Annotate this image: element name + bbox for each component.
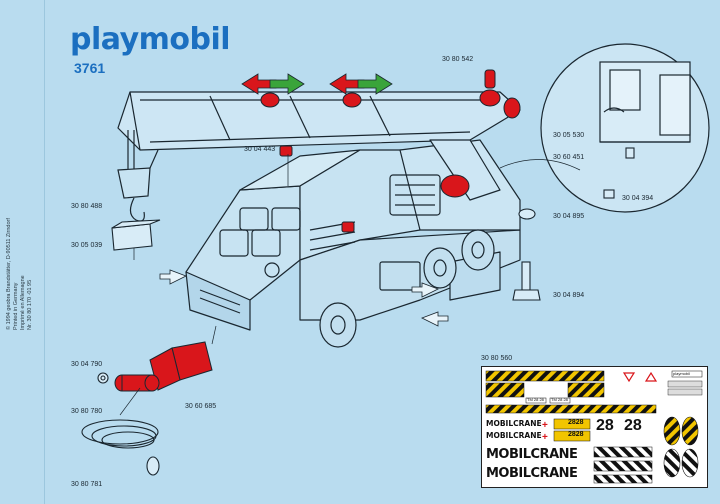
- wheels: [319, 229, 495, 348]
- part-number-894: 30 04 894: [553, 292, 585, 299]
- brand-logo: playmobil: [70, 22, 231, 57]
- red-parts: [114, 69, 611, 392]
- part-number-sticker-sheet: 30 80 560: [481, 355, 513, 362]
- svg-text:+: +: [542, 420, 548, 431]
- part-number-beacon: 30 04 443: [244, 146, 276, 153]
- sticker-mobil-crane-large-b: MOBILCRANE: [486, 466, 578, 481]
- part-number-top: 30 80 542: [442, 56, 474, 63]
- sticker-phone-b: 2828: [568, 431, 584, 438]
- part-number-895: 30 04 895: [553, 213, 585, 220]
- sticker-sheet: + + playmobil TM 28 28 TM 28 28 MOBILCRA…: [481, 366, 708, 488]
- part-number-394: 30 04 394: [622, 195, 654, 202]
- detail-inset: [540, 43, 710, 213]
- part-number-685: 30 60 685: [185, 403, 217, 410]
- sticker-number-b: 28: [624, 417, 642, 434]
- sticker-plate-a: TM 28 28: [527, 397, 544, 402]
- set-number: 3761: [74, 60, 106, 76]
- part-number-790: 30 04 790: [71, 361, 103, 368]
- sticker-mobil-crane-large-a: MOBILCRANE: [486, 447, 578, 462]
- crane-hook: [117, 130, 159, 222]
- motion-arrows: [159, 269, 449, 327]
- sticker-phone-a: 2828: [568, 419, 584, 426]
- part-number-780: 30 80 780: [71, 408, 103, 415]
- part-number-781: 30 80 781: [71, 481, 103, 488]
- sticker-artwork: + +: [485, 370, 703, 484]
- direction-arrows: [241, 73, 393, 95]
- sticker-plate-b: TM 28 28: [551, 397, 568, 402]
- leader-lines: [119, 154, 581, 416]
- part-number-451: 30 60 451: [553, 154, 585, 161]
- sticker-mobil-crane-small-a: MOBILCRANE: [486, 419, 542, 428]
- outlined-parts: [81, 147, 635, 476]
- sticker-brand-small: playmobil: [673, 371, 690, 376]
- crane-boom: [117, 91, 521, 201]
- sticker-mobil-crane-small-b: MOBILCRANE: [486, 431, 542, 440]
- part-number-hook: 30 80 488: [71, 203, 103, 210]
- legal-sidebar: © 1994 geobra Brandstätter, D-90511 Zirn…: [0, 0, 45, 504]
- sticker-number-a: 28: [596, 417, 614, 434]
- svg-text:+: +: [542, 432, 548, 443]
- part-number-box: 30 05 039: [71, 242, 103, 249]
- part-number-530: 30 05 530: [553, 132, 585, 139]
